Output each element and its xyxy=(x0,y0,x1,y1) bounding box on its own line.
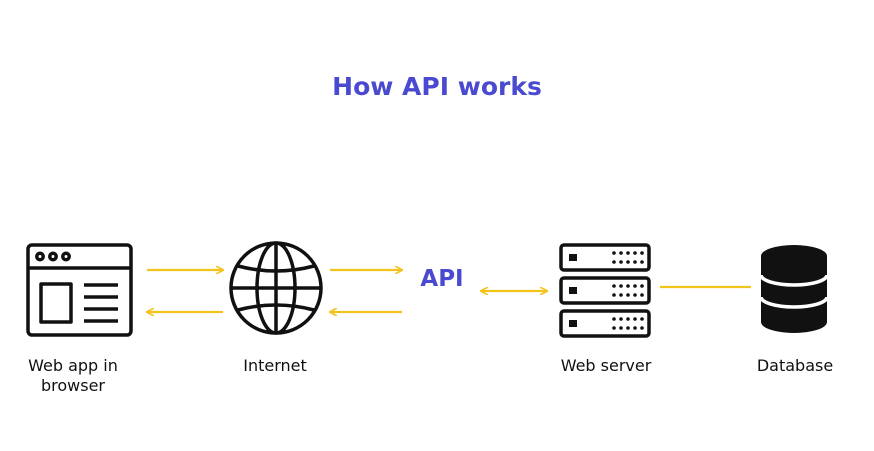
web-server-label: Web server xyxy=(560,356,652,375)
database-icon xyxy=(759,245,829,333)
api-label: API xyxy=(420,266,464,292)
diagram-title: How API works xyxy=(332,72,542,101)
browser-window-icon xyxy=(26,243,133,337)
server-rack-icon xyxy=(559,243,651,338)
database-label: Database xyxy=(756,356,834,375)
browser-label: Web app in browser xyxy=(28,356,118,395)
internet-label: Internet xyxy=(243,356,307,375)
globe-icon xyxy=(229,241,323,335)
